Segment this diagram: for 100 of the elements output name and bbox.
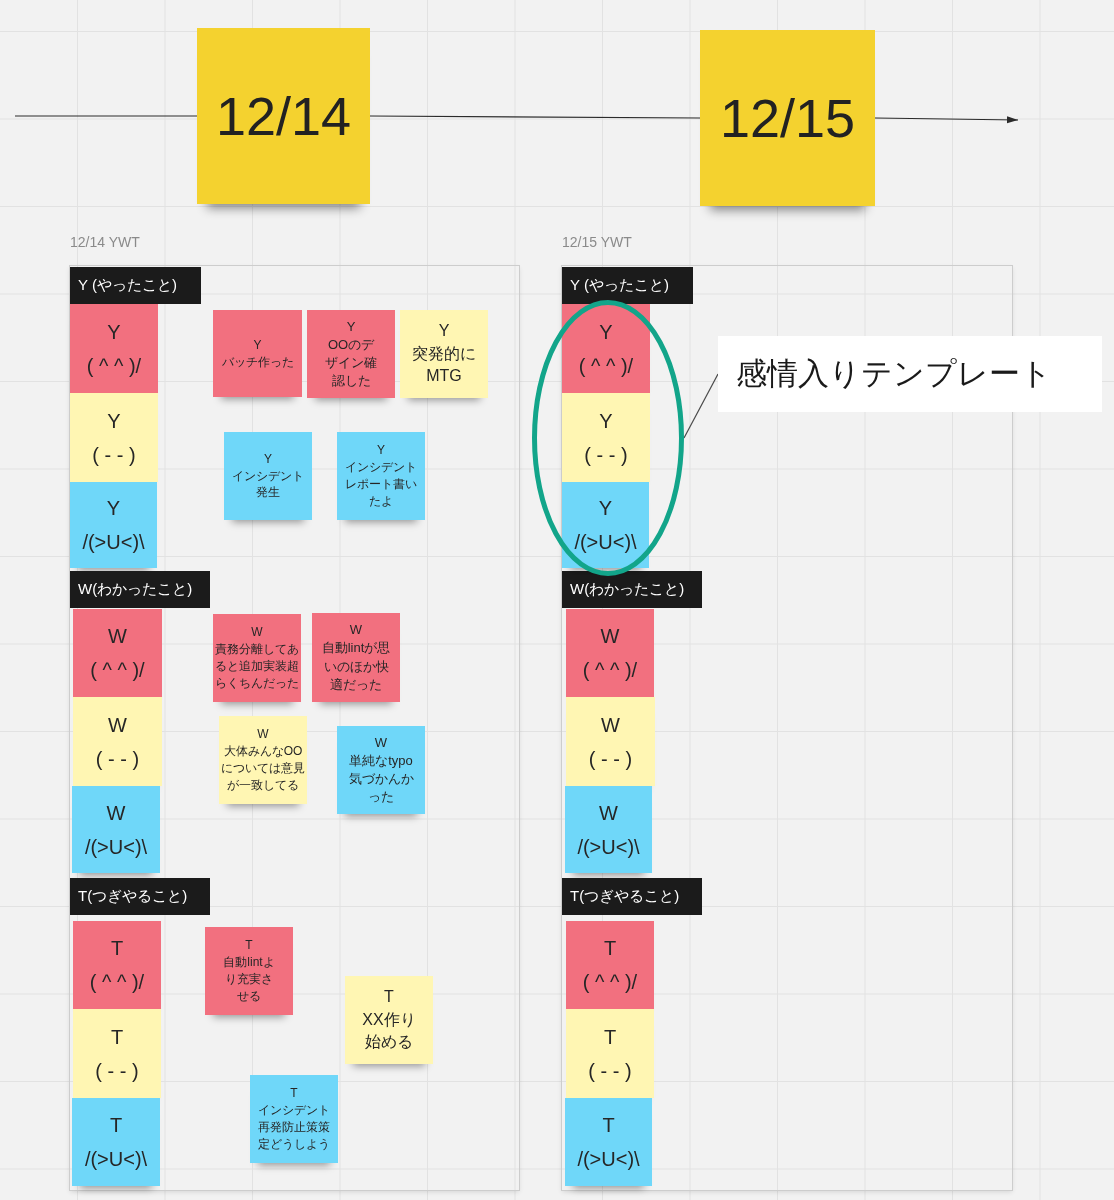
sticky-note [73,609,162,697]
sticky-note [565,1098,652,1186]
sticky-note [70,393,158,482]
sticky-note [337,726,425,814]
note-text: ( - - ) [92,442,136,468]
note-text: 大体みんなOOについては意見が一致してる [220,743,306,794]
section-header: W(わかったこと) [562,571,702,608]
note-text: XX作り始める [361,1009,417,1053]
note-text: ( ^ ^ )/ [582,658,638,683]
note-heading: W [108,712,127,738]
note-heading: Y [252,336,263,354]
note-heading: Y [598,496,613,521]
sticky-note [70,482,157,568]
sticky-note [400,310,488,398]
note-heading: Y [107,319,121,345]
note-heading: Y [345,317,357,336]
section-header: Y (やったこと) [562,267,693,304]
note-text: /(>U<)\ [577,834,640,860]
sticky-note [73,697,162,786]
sticky-note [562,393,650,482]
note-text: /(>U<)\ [574,530,637,555]
note-heading: W [108,624,127,649]
timeline-line [369,115,701,119]
sticky-note [337,432,425,520]
note-text: /(>U<)\ [82,530,145,555]
note-text: ( - - ) [588,1058,632,1084]
note-text: /(>U<)\ [577,1147,640,1172]
note-heading: Y [599,319,613,345]
note-heading: Y [599,408,613,434]
note-heading: T [289,1085,299,1103]
note-text: バッチ作った [220,353,295,371]
note-heading: W [250,624,264,642]
sticky-note [566,609,654,697]
section-header: T(つぎやること) [562,878,702,915]
note-text: ( - - ) [95,1058,139,1084]
note-text: ( ^ ^ )/ [578,353,634,379]
sticky-note [566,1009,654,1098]
note-text: インシデント発生 [231,467,305,502]
sticky-note [219,716,307,804]
note-text: ( - - ) [95,746,140,772]
note-text: 自動lintより充実させる [223,954,275,1005]
note-heading: W [106,800,126,826]
note-heading: T [383,987,395,1008]
note-text: インシデント再発防止策策定どうしよう [257,1102,331,1153]
note-heading: Y [263,450,273,468]
note-text: 突発的にMTG [411,343,477,387]
note-heading: T [602,1113,615,1138]
sticky-note [205,927,293,1015]
sticky-note [565,786,652,873]
sticky-note [307,310,395,398]
note-text: OOのデザイン確認した [324,335,378,391]
note-heading: W [373,733,389,752]
timeline-line [14,115,198,117]
note-text: 責務分離してあると追加実装超らくちんだった [214,641,300,692]
note-heading: T [603,936,617,961]
sticky-note [566,697,655,786]
note-heading: Y [437,321,451,342]
note-heading: W [601,712,620,738]
note-text: 単純なtypo気づかんかった [347,751,415,807]
note-heading: W [348,621,364,640]
sticky-note [213,614,301,702]
note-text: /(>U<)\ [84,834,148,860]
sticky-note [224,432,312,520]
sticky-note [213,310,302,397]
note-heading: W [599,800,618,826]
sticky-note [73,921,161,1009]
sticky-note [312,613,400,702]
sticky-note [72,1098,160,1186]
note-heading: Y [107,408,121,434]
sticky-note [566,921,654,1009]
note-heading: T [110,1024,124,1050]
note-text: ( ^ ^ )/ [582,970,638,995]
frame-title: 12/15 YWT [562,233,632,251]
sticky-note [72,786,160,873]
note-heading: T [109,1113,123,1138]
note-text: ( - - ) [588,746,633,772]
callout-box: 感情入りテンプレート [718,336,1102,412]
note-heading: Y [376,442,386,460]
note-heading: T [110,936,124,961]
note-heading: Y [106,496,121,521]
sticky-note: 12/15 [700,30,875,206]
section-header: T(つぎやること) [70,878,210,915]
note-text: ( ^ ^ )/ [86,353,142,379]
highlight-ellipse [532,300,684,576]
note-text: 自動lintが思いのほか快適だった [320,639,392,694]
leader-line [683,373,719,439]
note-text: ( ^ ^ )/ [89,970,145,995]
sticky-note [70,304,158,393]
sticky-note [250,1075,338,1163]
sticky-note [73,1009,161,1098]
note-heading: W [600,624,620,649]
note-heading: W [256,726,270,744]
note-heading: T [244,937,254,955]
section-header: Y (やったこと) [70,267,201,304]
note-text: ( ^ ^ )/ [90,658,145,683]
sticky-note [562,482,649,568]
note-text: ( - - ) [584,442,628,468]
timeline-arrow [874,116,1019,124]
note-text: インシデントレポート書いたよ [344,459,418,510]
frame-title: 12/14 YWT [70,233,140,251]
